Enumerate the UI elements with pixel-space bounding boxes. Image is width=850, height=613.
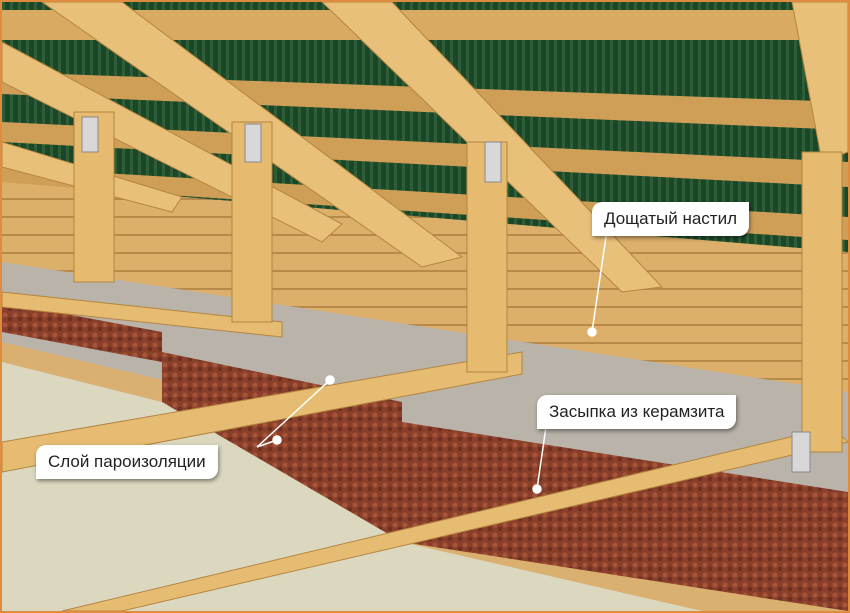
metal-plates [81,116,811,473]
label-plank-floor: Дощатый настил [592,202,749,236]
leader-lines [256,229,608,494]
clay-fill-front [402,422,848,611]
floor-joists [2,291,848,611]
label-vapor-barrier: Слой пароизоляции [36,445,218,479]
label-expanded-clay-fill: Засыпка из керамзита [537,395,737,429]
clay-fill-back [2,302,162,362]
